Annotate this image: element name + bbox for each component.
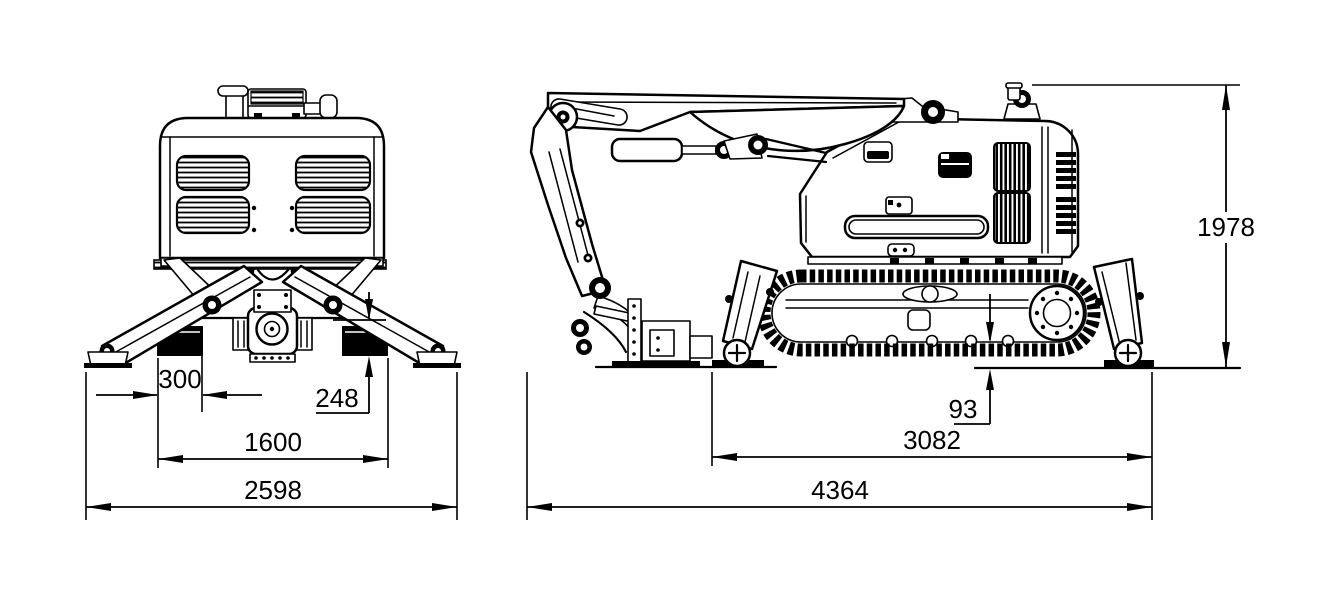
exhaust-cap — [217, 85, 249, 97]
rear-outrigger — [1092, 257, 1154, 368]
dimension-ground-clearance: 93 — [949, 294, 994, 425]
outrigger-foot-left — [84, 363, 132, 368]
vent-grille — [294, 195, 372, 235]
dimension-clearance: 248 — [315, 292, 386, 414]
dim-label-93: 93 — [949, 394, 978, 424]
dimension-shoe-width: 300 — [96, 332, 262, 412]
dimension-overall-width: 2598 — [85, 372, 458, 520]
dimension-track-gauge: 1600 — [157, 358, 389, 468]
vent-grille — [175, 195, 251, 235]
front-outrigger — [712, 259, 779, 368]
vent-grille — [294, 154, 372, 192]
beacon — [1003, 82, 1041, 120]
machine-body-side — [798, 82, 1080, 265]
front-view-drawing: 300 248 1600 2598 — [84, 85, 461, 520]
dim-label-300: 300 — [158, 364, 201, 394]
dimension-support-length: 3082 — [711, 372, 1153, 520]
dim-label-1600: 1600 — [244, 427, 302, 457]
outrigger-foot-right — [413, 363, 461, 368]
vent-grille — [175, 154, 251, 192]
dimension-overall-height: 1978 — [1032, 84, 1255, 367]
dim-label-2598: 2598 — [244, 475, 302, 505]
track — [757, 269, 1101, 357]
dimension-overall-length: 4364 — [526, 372, 1152, 520]
side-view-drawing: 93 3082 4364 1978 — [526, 82, 1255, 520]
dim-label-248: 248 — [315, 383, 358, 413]
dim-label-3082: 3082 — [903, 425, 961, 455]
side-vent-grille — [993, 142, 1031, 192]
dim-label-1978: 1978 — [1197, 212, 1255, 242]
side-vent-grille — [993, 192, 1031, 244]
end-effector — [612, 298, 713, 368]
boom-arm — [529, 91, 906, 355]
dim-label-4364: 4364 — [811, 475, 869, 505]
